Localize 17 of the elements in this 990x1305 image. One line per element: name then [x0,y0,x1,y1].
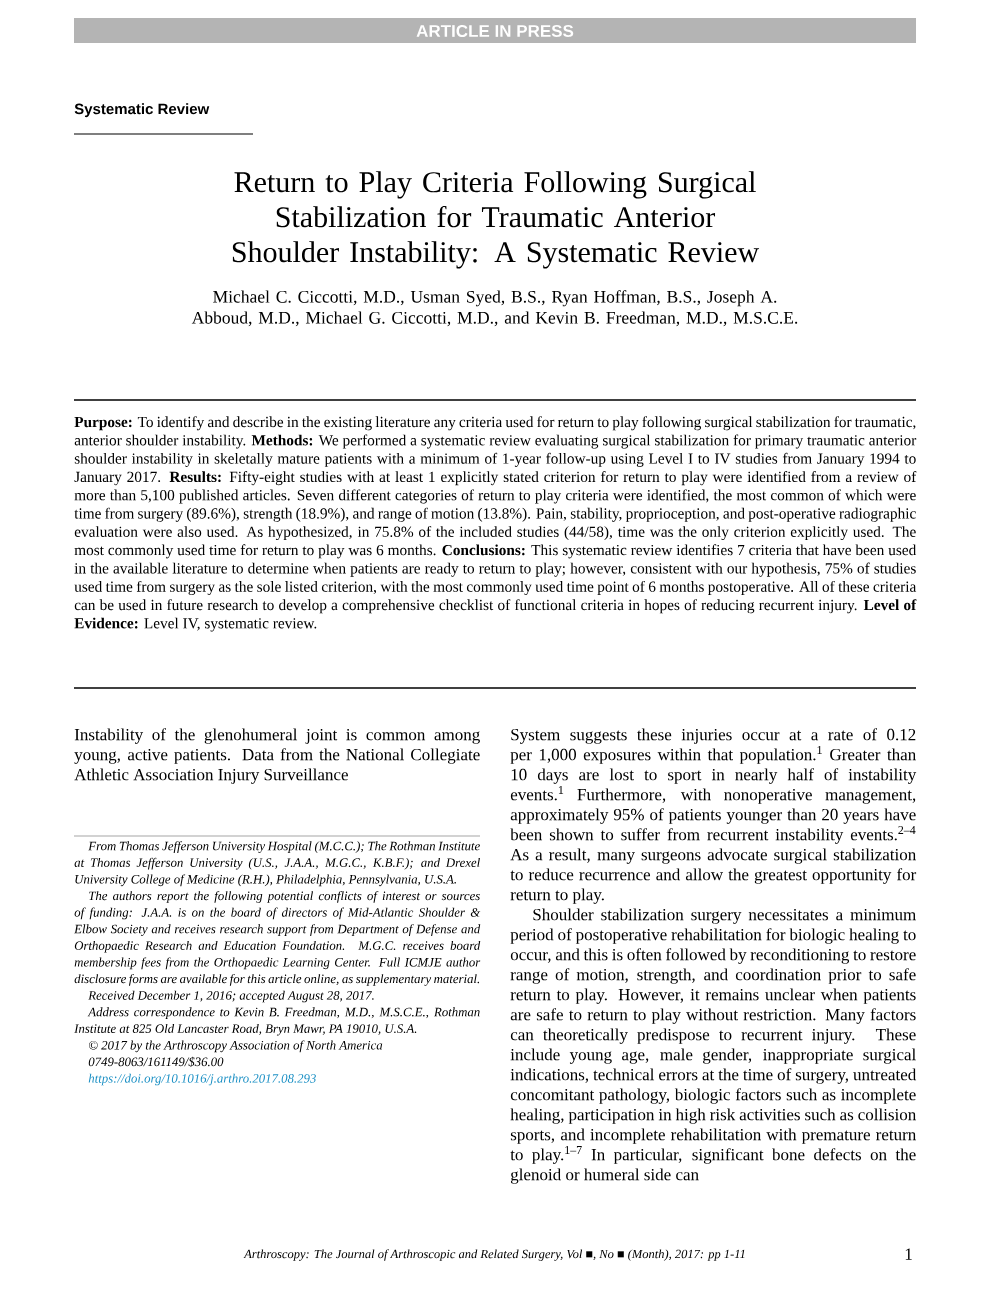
running-footer: Arthroscopy: The Journal of Arthroscopic and Related Surgery, Vol ■, No ■ (Month), 2017: pp 1-11 [243,1249,745,1261]
page-number: 1 [905,1248,912,1260]
abstract-text: Purpose: To identify and describe in the existing literature any criteria used for return to play following surgical stabilization for traumatic, anterior shoulder instability. Methods: We performed a systematic review evaluating surgical stabilization for primary traumatic anterior shoulder instability in skeletally mature patients with a minimum of 1-year follow-up using Level I to IV studies from January 1994 to January 2017. Results: Fifty-eight studies with at least 1 explicitly stated criterion for return to play were identified from a review of more than 5,100 published articles. Seven different categories of return to play criteria were identified, the most common of which were time from surgery (89.6%), strength (18.9%), and range of motion (13.8%). Pain, stability, proprioception, and post-operative radiographic evaluation were also used. As hypothesized, in 75.8% of the included studies (44/58), time was the only criterion explicitly used. The most commonly used time for return to play was 6 months. Conclusions: This systematic review identifies 7 criteria that have been used in the available literature to determine when patients are ready to return to play; however, consistent with our hypothesis, 75% of studies used time from surgery as the sole listed criterion, with the most commonly used time point of 6 months postoperative. All of these criteria can be used in future research to develop a comprehensive checklist of functional criteria in hopes of reducing recurrent injury. Level of Evidence: Level IV, systematic review. [74,416,917,632]
issn-price: 0749-8063/161149/$36.00 [88,1056,224,1067]
article-title: Return to Play Criteria Following Surgical Stabilization for Traumatic Anterior Shoulder Instability: A Systematic Review [232,171,760,269]
disclosure-note: The authors report the following potential conflicts of interest or sources of funding: J.A.A. is on the board of directors of Mid-Atlantic Shoulder & Elbow Society and receives research support from Department of Defense and Orthopaedic Research and Education Foundation. M.G.C. receives board membership fees from the Orthopaedic Learning Center. Full ICMJE author disclosure forms are available for this article online, as supplementary material. [74,891,481,986]
received-dates: Received December 1, 2016; accepted August 28, 2017. [88,990,374,1003]
section-heading: Systematic Review [74,103,210,118]
banner: ARTICLE IN PRESS [74,18,916,43]
copyright-line: © 2017 by the Arthroscopy Association of North America [89,1040,383,1053]
affiliation-note: From Thomas Jefferson University Hospital (M.C.C.); The Rothman Institute at Thomas Jefferson University (U.S., J.A.A., M.G.C., K.B.F.); and Drexel University College of Medicine (R.H.), Philadelphia, Pennsylvania, U.S.A. [74,841,480,887]
doi-link: https://doi.org/10.1016/j.arthro.2017.08.293 [88,1073,316,1086]
body-paragraph: Instability of the glenohumeral joint is common among young, active patients. Data from the National Collegiate Athletic Association Injury Surveillance [74,728,480,784]
author-list: Michael C. Ciccotti, M.D., Usman Syed, B.S., Ryan Hoffman, B.S., Joseph A. Abboud, M.D., Michael G. Ciccotti, M.D., and Kevin B. Freedman, M.D., M.S.C.E. [191,290,798,327]
body-paragraph: Shoulder stabilization surgery necessitates a minimum period of postoperative rehabilitation for biologic healing to occur, and this is often followed by reconditioning to restore range of motion, strength, and coordination prior to safe return to play. However, it remains unclear when patients are safe to return to play without restriction. Many factors can theoretically predispose to recurrent injury. These include young age, male gender, inappropriate surgical indications, technical errors at the time of surgery, untreated concomitant pathology, biologic factors such as incomplete healing, participation in high risk activities such as collision sports, and incomplete rehabilitation with premature return to play.$^{1–7}$ In particular, significant bone defects on the glenoid or humeral side can [510,908,917,1184]
body-paragraph: System suggests these injuries occur at a rate of 0.12 per 1,000 exposures within that population.$^{1}$ Greater than 10 days are lost to sport in nearly half of instability events.$^{1}$ Furthermore, with nonoperative management, approximately 95% of patients younger than 20 years have been shown to suffer from recurrent instability events.$^{2–4}$ As a result, many surgeons advocate surgical stabilization to reduce recurrence and allow the greatest opportunity for return to play. [510,728,917,904]
correspondence-address: Address correspondence to Kevin B. Freedman, M.D., M.S.C.E., Rothman Institute at 825 Old Lancaster Road, Bryn Mawr, PA 19010, U.S.A. [74,1007,480,1036]
